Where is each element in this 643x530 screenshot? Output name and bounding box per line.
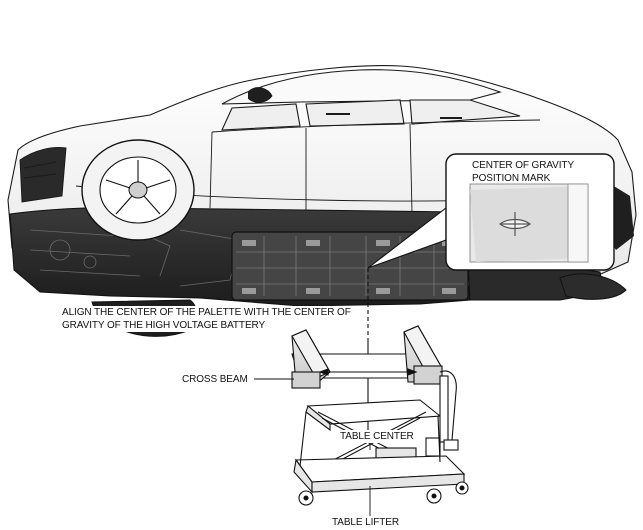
cog-label-line-2: POSITION MARK — [472, 173, 551, 184]
align-instruction-line-1: ALIGN THE CENTER OF THE PALETTE WITH THE… — [62, 306, 351, 319]
table-lifter-illustration — [291, 325, 469, 506]
leader-lines — [254, 378, 371, 516]
align-instruction-line-2: GRAVITY OF THE HIGH VOLTAGE BATTERY — [62, 319, 266, 332]
cog-position-mark-icon — [498, 212, 532, 236]
cross-beam-label: CROSS BEAM — [182, 374, 248, 385]
table-center-label: TABLE CENTER — [338, 430, 416, 443]
cog-callout — [367, 153, 615, 271]
caster-wheels — [298, 481, 469, 506]
front-wheel — [81, 139, 195, 241]
cog-label-line-1: CENTER OF GRAVITY — [472, 160, 575, 171]
table-lifter-label: TABLE LIFTER — [332, 517, 399, 528]
cross-beam-right — [403, 325, 443, 385]
cross-beam-left — [291, 329, 331, 389]
